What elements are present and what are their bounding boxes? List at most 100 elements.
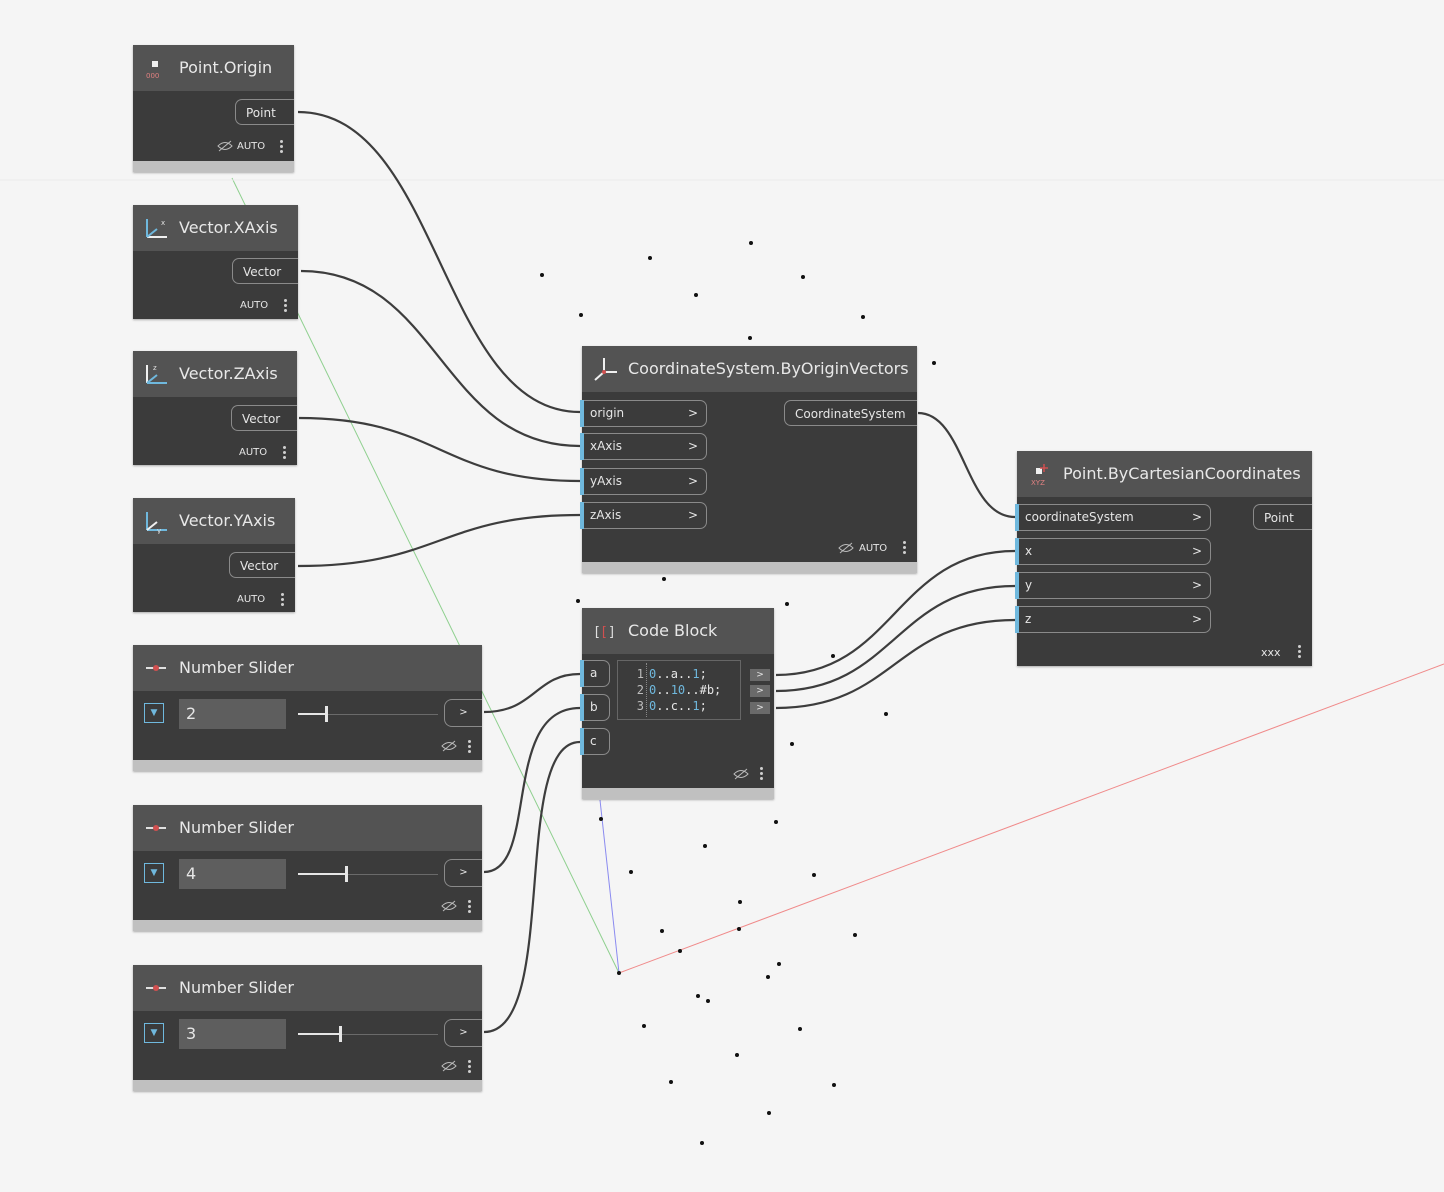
hidden-preview-icon[interactable] — [441, 1060, 457, 1072]
wire-zaxis[interactable] — [298, 416, 581, 483]
wire-slider3-c[interactable] — [483, 740, 581, 1034]
output-port-line-1[interactable]: > — [750, 669, 770, 681]
node-header[interactable]: Number Slider — [133, 645, 482, 691]
preview-point — [735, 1053, 739, 1057]
slider-track[interactable] — [298, 1034, 438, 1035]
node-header[interactable]: Number Slider — [133, 805, 482, 851]
wire-coordsystem[interactable] — [917, 411, 1016, 519]
output-port-point[interactable]: Point — [1253, 504, 1312, 530]
node-menu-icon[interactable] — [284, 299, 287, 314]
chevron-right-icon: > — [1191, 544, 1202, 558]
vector-y-axis-icon: y — [146, 512, 167, 534]
slider-thumb[interactable] — [339, 1026, 342, 1042]
wire-yaxis[interactable] — [297, 513, 581, 568]
number-slider-node-2[interactable]: Number Slider ▼ 4 > — [133, 805, 482, 931]
hidden-preview-icon[interactable] — [441, 900, 457, 912]
wire-cb-y[interactable] — [775, 584, 1016, 693]
node-header[interactable]: y Vector.YAxis — [133, 498, 295, 544]
hidden-preview-icon[interactable] — [733, 768, 749, 780]
preview-point — [766, 975, 770, 979]
hidden-preview-icon[interactable] — [441, 740, 457, 752]
input-port-a[interactable]: a — [580, 660, 610, 687]
node-header[interactable]: [ [ ] Code Block — [582, 608, 774, 654]
input-port-c[interactable]: c — [580, 728, 610, 755]
hidden-preview-icon[interactable] — [838, 542, 854, 554]
number-slider-node-1[interactable]: Number Slider ▼ 2 > — [133, 645, 482, 771]
output-port-number[interactable]: > — [444, 699, 482, 727]
node-menu-icon[interactable] — [903, 541, 906, 556]
expand-dropdown-icon[interactable]: ▼ — [144, 863, 164, 883]
node-header[interactable]: 000 Point.Origin — [133, 45, 294, 91]
output-port-number[interactable]: > — [444, 1019, 482, 1047]
point-by-cartesian-node[interactable]: XYZ Point.ByCartesianCoordinates coordin… — [1015, 451, 1312, 666]
expand-dropdown-icon[interactable]: ▼ — [144, 703, 164, 723]
svg-text:z: z — [153, 364, 157, 372]
preview-point — [749, 241, 753, 245]
node-title: Vector.YAxis — [179, 511, 276, 530]
slider-value-input[interactable]: 4 — [179, 859, 286, 889]
input-port-zaxis[interactable]: zAxis> — [580, 502, 707, 529]
node-menu-icon[interactable] — [468, 900, 471, 915]
input-port-b[interactable]: b — [580, 694, 610, 721]
wire-cb-x[interactable] — [775, 549, 1016, 677]
node-header[interactable]: CoordinateSystem.ByOriginVectors — [582, 346, 917, 392]
node-menu-icon[interactable] — [1298, 645, 1301, 660]
input-port-x[interactable]: x> — [1015, 538, 1211, 565]
expand-dropdown-icon[interactable]: ▼ — [144, 1023, 164, 1043]
slider-value-input[interactable]: 2 — [179, 699, 286, 729]
node-title: CoordinateSystem.ByOriginVectors — [628, 359, 909, 378]
slider-icon — [146, 825, 166, 831]
input-port-y[interactable]: y> — [1015, 572, 1211, 599]
input-port-xaxis[interactable]: xAxis> — [580, 433, 707, 460]
wire-slider1-a[interactable] — [483, 672, 581, 714]
node-menu-icon[interactable] — [281, 593, 284, 608]
node-header[interactable]: Number Slider — [133, 965, 482, 1011]
node-menu-icon[interactable] — [760, 767, 763, 782]
slider-value-input[interactable]: 3 — [179, 1019, 286, 1049]
input-port-coordinatesystem[interactable]: coordinateSystem> — [1015, 504, 1211, 531]
slider-track[interactable] — [298, 874, 438, 875]
output-port-number[interactable]: > — [444, 859, 482, 887]
node-header[interactable]: z Vector.ZAxis — [133, 351, 297, 397]
preview-point — [853, 933, 857, 937]
node-menu-icon[interactable] — [468, 740, 471, 755]
preview-point — [662, 577, 666, 581]
input-port-z[interactable]: z> — [1015, 606, 1211, 633]
input-port-origin[interactable]: origin> — [580, 400, 707, 427]
wire-cb-z[interactable] — [775, 618, 1016, 710]
node-menu-icon[interactable] — [283, 446, 286, 461]
hidden-preview-icon[interactable] — [217, 140, 233, 152]
vector-zaxis-node[interactable]: z Vector.ZAxis Vector AUTO — [133, 351, 297, 465]
svg-text:y: y — [157, 527, 161, 534]
slider-thumb[interactable] — [345, 866, 348, 882]
slider-track[interactable] — [298, 714, 438, 715]
output-port-point[interactable]: Point — [235, 99, 294, 125]
wire-slider2-b[interactable] — [483, 706, 581, 874]
output-port-vector[interactable]: Vector — [231, 405, 297, 431]
coordinate-system-node[interactable]: CoordinateSystem.ByOriginVectors origin>… — [580, 346, 917, 573]
chevron-right-icon: > — [687, 439, 698, 453]
node-menu-icon[interactable] — [280, 140, 283, 155]
number-slider-node-3[interactable]: Number Slider ▼ 3 > — [133, 965, 482, 1091]
node-header[interactable]: XYZ Point.ByCartesianCoordinates — [1017, 451, 1312, 497]
node-menu-icon[interactable] — [468, 1060, 471, 1075]
output-port-line-3[interactable]: > — [750, 702, 770, 714]
node-header[interactable]: x Vector.XAxis — [133, 205, 298, 251]
input-port-yaxis[interactable]: yAxis> — [580, 468, 707, 495]
wire-xaxis[interactable] — [300, 269, 581, 448]
output-port-vector[interactable]: Vector — [232, 258, 298, 284]
code-line-number: 1 — [636, 667, 644, 681]
vector-yaxis-node[interactable]: y Vector.YAxis Vector AUTO — [133, 498, 295, 612]
output-port-vector[interactable]: Vector — [229, 552, 295, 578]
point-origin-node[interactable]: 000 Point.Origin Point AUTO — [133, 45, 294, 172]
code-token: .. — [677, 667, 693, 681]
code-token: 0 — [649, 683, 657, 697]
output-port-line-2[interactable]: > — [750, 685, 770, 697]
vector-xaxis-node[interactable]: x Vector.XAxis Vector AUTO — [133, 205, 298, 319]
wire-origin[interactable] — [297, 110, 581, 414]
slider-thumb[interactable] — [325, 706, 328, 722]
output-port-coordinatesystem[interactable]: CoordinateSystem — [784, 400, 917, 426]
